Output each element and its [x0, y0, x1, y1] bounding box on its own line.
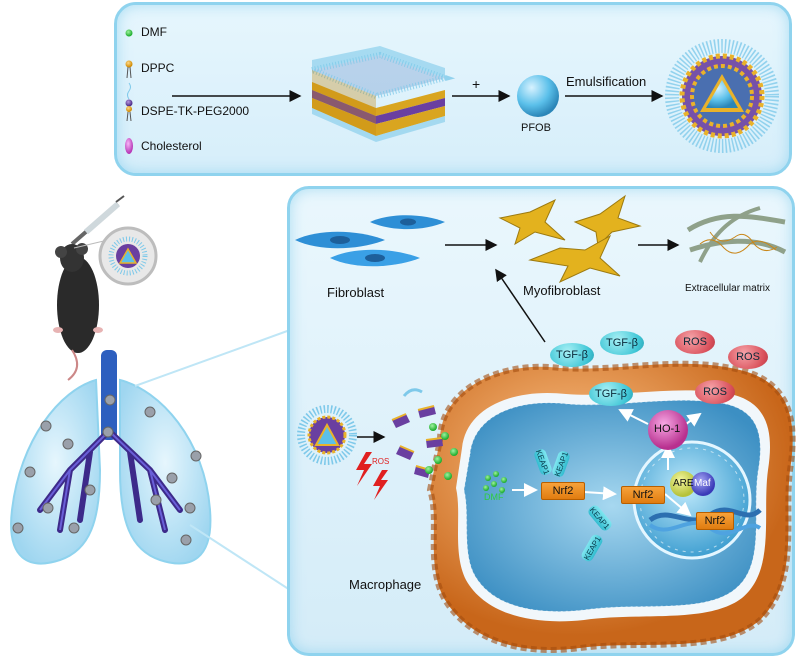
ecm-label: Extracellular matrix — [685, 283, 771, 294]
are-label: ARE — [673, 478, 694, 489]
ho1-label: HO-1 — [654, 423, 681, 435]
ros-trigger-label: ROS — [372, 457, 390, 466]
tgf-beta-extracellular-1: TGF-β — [550, 343, 594, 367]
ros-lightning-icon — [356, 452, 388, 500]
ros-intracellular: ROS — [695, 380, 735, 404]
ros-extracellular-1: ROS — [675, 330, 715, 354]
released-dmf-icons — [425, 423, 458, 480]
pfob-icon — [517, 75, 559, 117]
dmf-icon — [125, 29, 133, 37]
are-icon — [670, 471, 696, 497]
dmf-intracellular-label: DMF — [484, 492, 504, 502]
legend-dspe: DSPE-TK-PEG2000 — [141, 104, 250, 118]
maf-label: Maf — [694, 478, 711, 489]
myofibroblast-label: Myofibroblast — [523, 283, 601, 298]
legend-dppc: DPPC — [141, 61, 175, 75]
emulsification-label: Emulsification — [566, 74, 647, 89]
tgf-beta-intracellular: TGF-β — [589, 382, 633, 406]
ros-extracellular-2: ROS — [728, 345, 768, 369]
nrf2-nuclear: Nrf2 — [696, 512, 734, 530]
nrf2-cytoplasm: Nrf2 — [541, 482, 585, 500]
intracellular-dmf-icons — [483, 471, 507, 493]
dspe-icon — [125, 82, 133, 122]
pfob-label: PFOB — [521, 122, 551, 134]
macrophage-label: Macrophage — [349, 577, 422, 592]
lipid-bilayer-icon — [301, 46, 456, 142]
fragment-icons — [391, 388, 443, 478]
maf-icon — [691, 472, 715, 496]
plus-sign: + — [472, 76, 481, 92]
tgf-beta-extracellular-2: TGF-β — [600, 331, 644, 355]
legend-cholesterol: Cholesterol — [141, 139, 202, 153]
mouse-icon — [53, 243, 103, 381]
lung-icon — [10, 350, 212, 565]
fibroblast-label: Fibroblast — [327, 285, 385, 300]
extracellular-matrix-icon — [686, 206, 787, 263]
syringe-icon — [70, 195, 125, 246]
nanoparticle-icon — [665, 39, 779, 153]
fibroblast-icon — [295, 215, 445, 267]
legend-dmf: DMF — [141, 25, 167, 39]
panel-nanoparticle-icon — [297, 405, 357, 465]
myofibroblast-icon — [498, 194, 642, 284]
ho1-icon — [648, 410, 688, 450]
cholesterol-icon — [125, 138, 133, 154]
dppc-icon — [125, 60, 133, 79]
magnified-nanoparticle-icon — [73, 226, 158, 286]
nrf2-translocating: Nrf2 — [621, 486, 665, 504]
